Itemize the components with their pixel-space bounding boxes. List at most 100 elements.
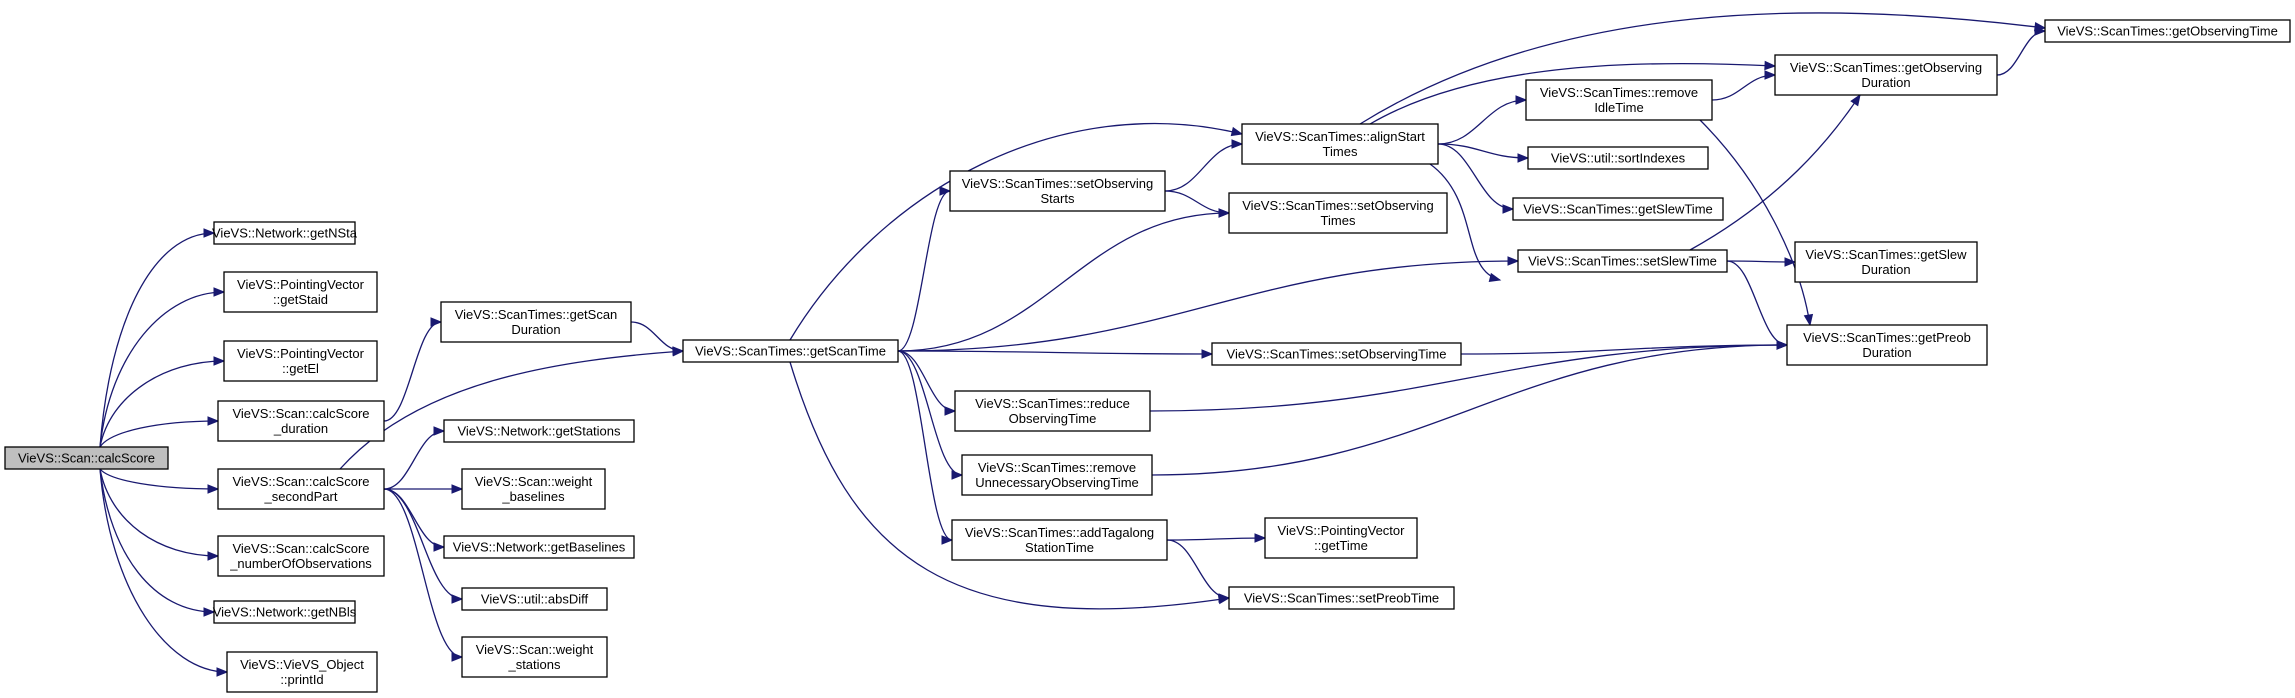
function-node-calcScore_duration[interactable]: VieVS::Scan::calcScore_duration — [217, 400, 385, 442]
node-box — [461, 636, 608, 678]
function-node-getScanTime[interactable]: VieVS::ScanTimes::getScanTime — [682, 339, 899, 363]
arrowhead-icon — [451, 652, 464, 662]
call-edge-getScanTime-to-reduceObservingTime — [897, 350, 957, 416]
node-box — [217, 468, 385, 510]
function-node-absDiff[interactable]: VieVS::util::absDiff — [461, 587, 608, 611]
call-edge-alignStartTimes-to-sortIndexes — [1437, 143, 1530, 163]
node-label: VieVS::ScanTimes::setObserving — [1242, 198, 1433, 213]
function-node-sortIndexes[interactable]: VieVS::util::sortIndexes — [1527, 146, 1709, 170]
function-node-calcScore_numberOfObservations[interactable]: VieVS::Scan::calcScore_numberOfObservati… — [217, 535, 385, 577]
edge-line — [1437, 143, 1529, 159]
node-label: Times — [1321, 213, 1356, 228]
node-box — [1786, 324, 1988, 366]
edge-line — [383, 488, 463, 600]
call-edge-calcScore-to-calcScore_duration — [99, 416, 220, 448]
call-edge-setSlewTime-to-getSlewDuration — [1726, 257, 1797, 267]
function-node-getBaselines[interactable]: VieVS::Network::getBaselines — [443, 535, 635, 559]
function-node-getNSta[interactable]: VieVS::Network::getNSta — [212, 221, 358, 245]
node-box — [443, 535, 635, 559]
node-box — [226, 651, 378, 693]
edge-line — [897, 350, 963, 476]
arrowhead-icon — [1218, 593, 1231, 603]
node-box — [682, 339, 899, 363]
call-edge-calcScore-to-getEl — [99, 356, 226, 448]
arrowhead-icon — [207, 484, 220, 494]
node-box — [217, 535, 385, 577]
function-node-weight_stations[interactable]: VieVS::Scan::weight_stations — [461, 636, 608, 678]
edge-line — [99, 232, 215, 448]
arrowhead-icon — [672, 347, 685, 357]
function-node-getStaid[interactable]: VieVS::PointingVector::getStaid — [223, 271, 378, 313]
call-edge-addTagalongStationTime-to-setPreobTime — [1166, 539, 1231, 603]
function-node-printId[interactable]: VieVS::VieVS_Object::printId — [226, 651, 378, 693]
arrowhead-icon — [1515, 95, 1528, 105]
function-node-getSlewTime[interactable]: VieVS::ScanTimes::getSlewTime — [1512, 197, 1724, 221]
node-box — [217, 400, 385, 442]
edge-line — [897, 190, 951, 352]
node-label: _secondPart — [264, 489, 338, 504]
call-edge-getScanTime-to-removeUnnecessaryObservingTime — [897, 350, 964, 480]
edge-line — [99, 291, 225, 448]
node-label: VieVS::ScanTimes::getObserving — [1790, 60, 1982, 75]
function-node-getEl[interactable]: VieVS::PointingVector::getEl — [223, 340, 378, 382]
edge-line — [897, 350, 1213, 355]
node-box — [1527, 146, 1709, 170]
edge-line — [897, 350, 953, 541]
call-edge-removeIdleTime-to-getObservingDuration — [1711, 70, 1777, 101]
function-node-setObservingTime[interactable]: VieVS::ScanTimes::setObservingTime — [1211, 342, 1462, 366]
edge-line — [1359, 12, 2046, 125]
edge-line — [897, 260, 1519, 352]
function-node-getTime[interactable]: VieVS::PointingVector::getTime — [1264, 517, 1418, 559]
node-label: VieVS::ScanTimes::addTagalong — [965, 525, 1154, 540]
call-nodes: VieVS::Scan::calcScoreVieVS::Network::ge… — [4, 19, 2291, 693]
call-edge-calcScore_secondPart-to-weight_baselines — [384, 484, 464, 494]
node-label: Starts — [1041, 191, 1075, 206]
node-box — [1264, 517, 1418, 559]
arrowhead-icon — [1850, 93, 1861, 107]
node-label: VieVS::PointingVector — [1278, 523, 1406, 538]
call-edge-getObservingDuration-to-getObservingTime — [1996, 26, 2047, 76]
node-label: VieVS::Scan::calcScore — [232, 541, 369, 556]
node-box — [1241, 123, 1439, 165]
arrowhead-icon — [207, 551, 220, 561]
call-edge-alignStartTimes-to-getObservingDuration — [1369, 60, 1777, 125]
function-node-setSlewTime[interactable]: VieVS::ScanTimes::setSlewTime — [1517, 249, 1728, 273]
node-label: VieVS::ScanTimes::getSlew — [1805, 247, 1967, 262]
node-box — [2044, 19, 2291, 43]
arrowhead-icon — [1803, 313, 1814, 327]
edge-line — [1429, 163, 1501, 281]
call-edge-calcScore-to-getNBls — [99, 468, 216, 617]
call-edge-getScanTime-to-setObservingStarts — [897, 186, 952, 352]
edge-line — [897, 212, 1230, 352]
function-node-calcScore_secondPart[interactable]: VieVS::Scan::calcScore_secondPart — [217, 468, 385, 510]
node-label: VieVS::Network::getStations — [457, 424, 621, 439]
function-node-removeUnnecessaryObservingTime[interactable]: VieVS::ScanTimes::removeUnnecessaryObser… — [961, 454, 1153, 496]
arrowhead-icon — [1254, 533, 1267, 543]
function-node-weight_baselines[interactable]: VieVS::Scan::weight_baselines — [461, 468, 606, 510]
function-node-getNBls[interactable]: VieVS::Network::getNBls — [213, 600, 357, 624]
node-label: VieVS::ScanTimes::setPreobTime — [1244, 591, 1439, 606]
function-node-setPreobTime[interactable]: VieVS::ScanTimes::setPreobTime — [1228, 586, 1455, 610]
node-label: _stations — [507, 657, 561, 672]
arrowhead-icon — [2034, 26, 2047, 36]
node-box — [951, 519, 1168, 561]
arrowhead-icon — [1776, 340, 1789, 350]
node-label: VieVS::ScanTimes::reduce — [975, 396, 1130, 411]
call-edge-getScanTime-to-addTagalongStationTime — [897, 350, 954, 545]
function-node-getStations[interactable]: VieVS::Network::getStations — [443, 419, 635, 443]
call-edge-calcScore_secondPart-to-weight_stations — [383, 488, 464, 662]
function-node-getObservingTime[interactable]: VieVS::ScanTimes::getObservingTime — [2044, 19, 2291, 43]
node-label: StationTime — [1025, 540, 1094, 555]
edge-line — [99, 420, 219, 448]
function-node-calcScore[interactable]: VieVS::Scan::calcScore — [4, 446, 169, 470]
